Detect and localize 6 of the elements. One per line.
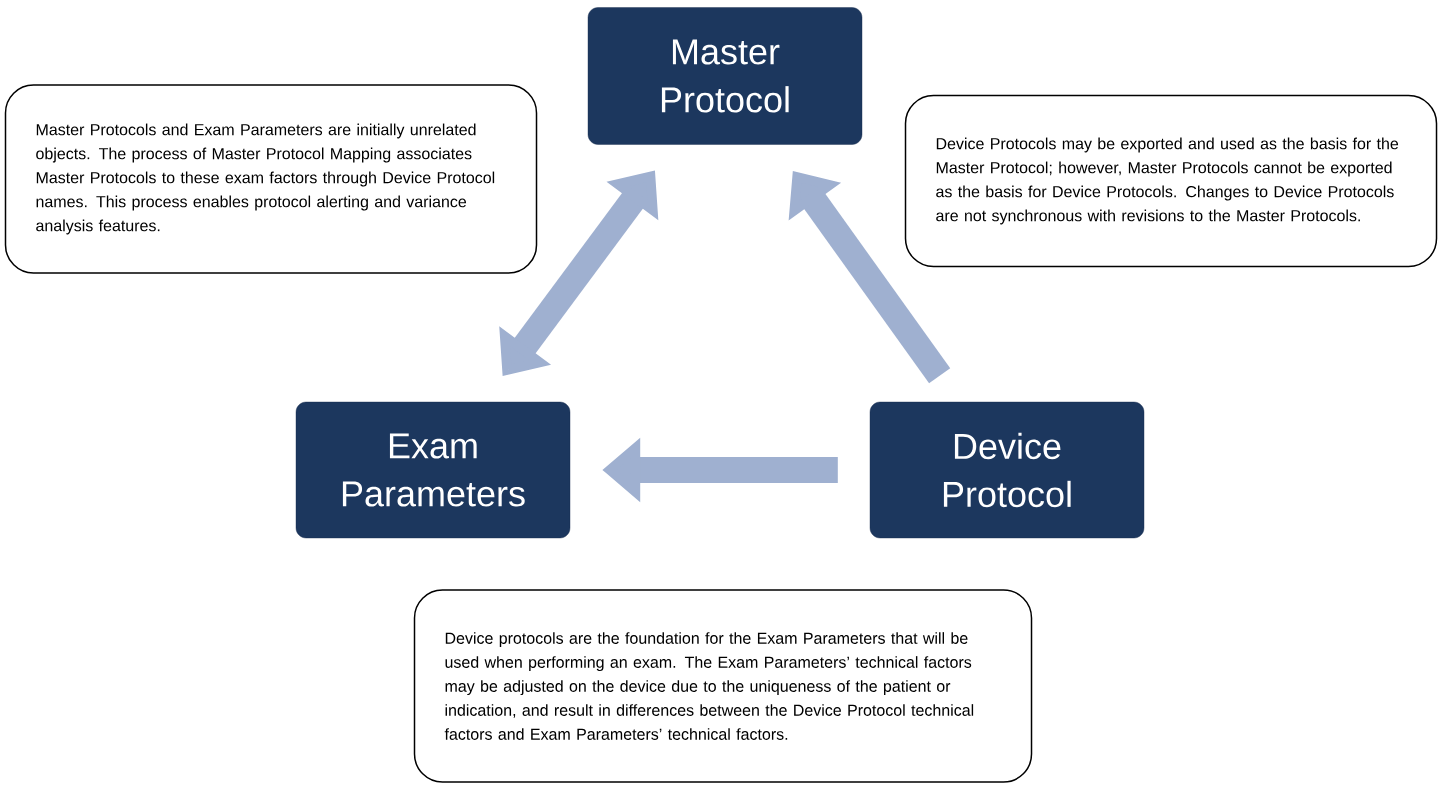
title-box: Device Protocol (869, 401, 1145, 539)
note-box: Master Protocols and Exam Parameters are initially unrelated objects. The process of Master Protocol Mapping associates Master Protocols to these exam factors through Device Protocol names. This process enables protocol alerting and variance analysis features. (4, 84, 538, 274)
title-box: Exam Parameters (295, 401, 571, 539)
note-box: Device Protocols may be exported and used as the basis for the Master Protocol; however, Master Protocols cannot be exported as the basis for Device Protocols. Changes to Device Protocols are not synchronous with revisions to the Master Protocols. (904, 94, 1438, 268)
note-box: Device protocols are the foundation for the Exam Parameters that will be used when performing an exam. The Exam Parameters’ technical factors may be adjusted on the device due to the uniqueness of the patient or indication, and result in differences between the Device Protocol technical factors and Exam Parameters’ technical factors. (413, 589, 1033, 783)
title-box: Master Protocol (587, 7, 863, 145)
